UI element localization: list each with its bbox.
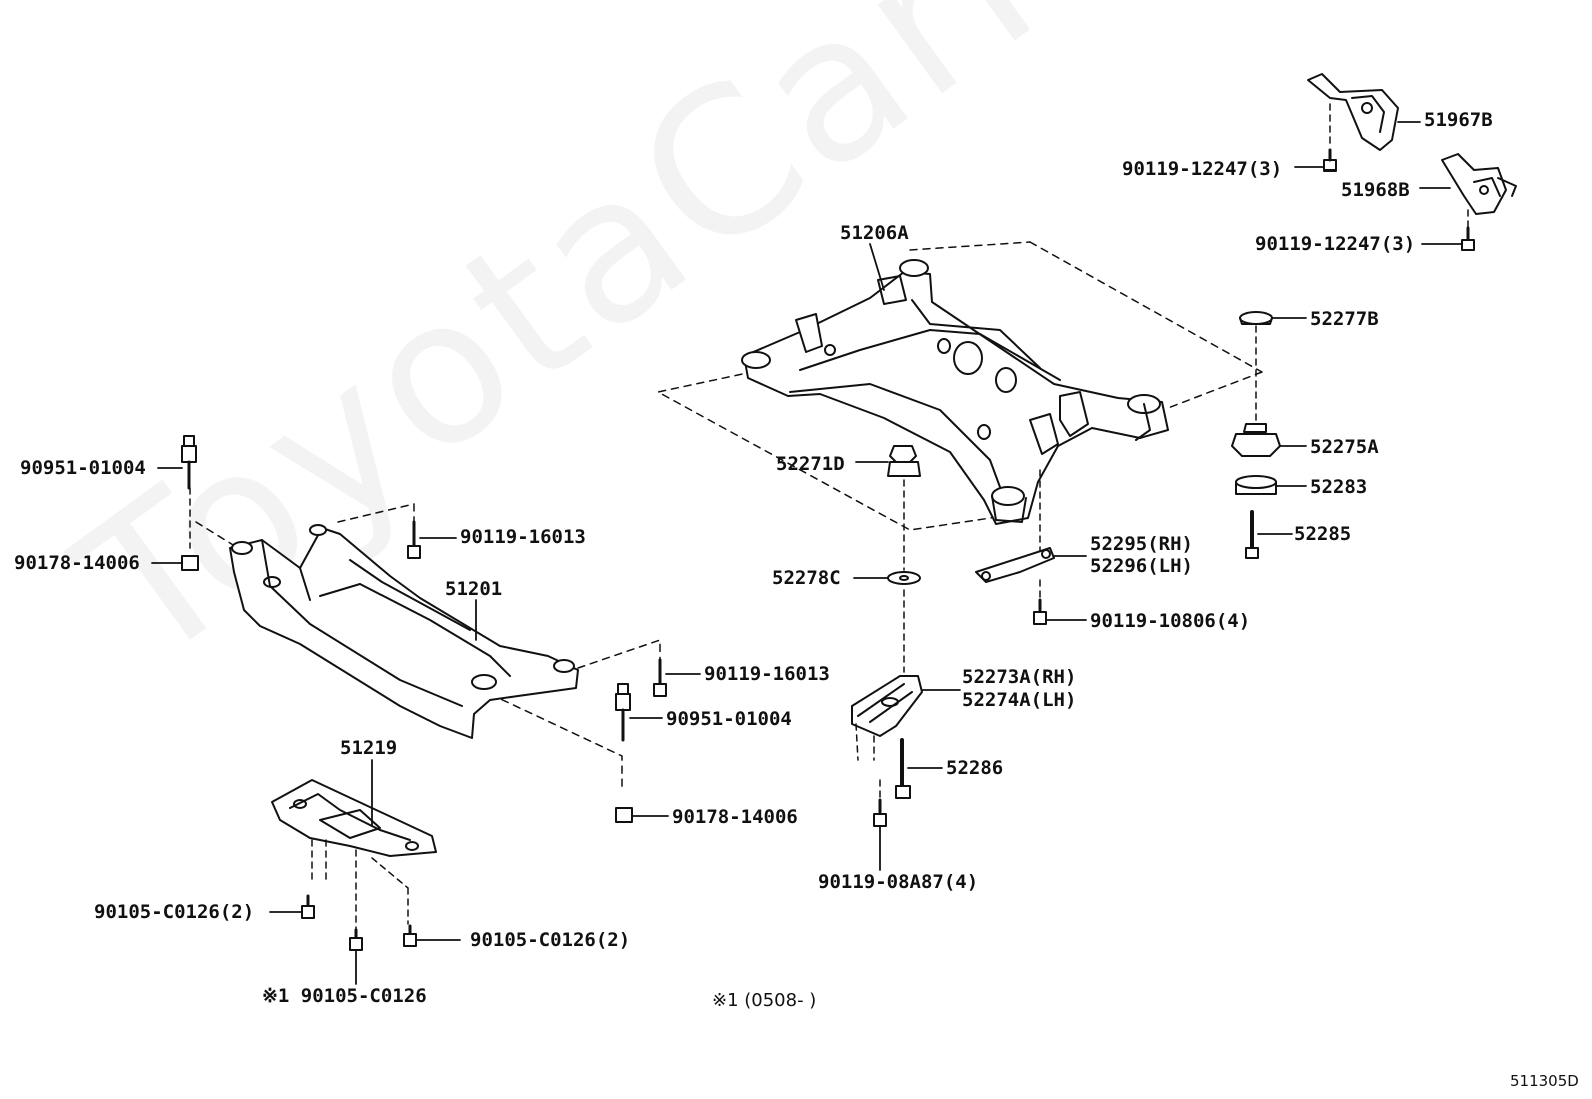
label-52296-lh: 52296(LH): [1090, 555, 1193, 577]
label-51201: 51201: [445, 578, 503, 600]
label-52275a: 52275A: [1310, 436, 1379, 458]
bolt-90119-10806: [1033, 598, 1087, 625]
rear-crossmember-51206a: [657, 241, 1263, 531]
label-90105-c0126-right: 90105-C0126(2): [470, 929, 631, 951]
bolt-90119-12247-top: [1294, 148, 1337, 172]
stopper-52277b: [1239, 311, 1307, 325]
label-52285: 52285: [1294, 523, 1352, 545]
bolt-90105-c0126-right: [403, 924, 461, 947]
bracket-52273a: [851, 675, 961, 761]
bracket-51967b: [1307, 73, 1421, 151]
label-90119-16013-upper: 90119-16013: [460, 526, 586, 548]
bolt-90119-12247-bottom: [1421, 226, 1475, 251]
label-51219: 51219: [340, 737, 398, 759]
bolt-90119-16013-lower: [653, 658, 701, 697]
label-90119-16013-lower: 90119-16013: [704, 663, 830, 685]
bolt-90105-c0126-note: [349, 928, 363, 985]
label-52295-rh: 52295(RH): [1090, 533, 1193, 555]
label-52271d: 52271D: [776, 453, 845, 475]
label-52286: 52286: [946, 757, 1004, 779]
label-90105-c0126-left: 90105-C0126(2): [94, 901, 255, 923]
label-90119-12247-top: 90119-12247(3): [1122, 158, 1283, 180]
label-90178-14006-right: 90178-14006: [672, 806, 798, 828]
label-90119-10806: 90119-10806(4): [1090, 610, 1251, 632]
label-90951-01004-left: 90951-01004: [20, 457, 146, 479]
label-90178-14006-left: 90178-14006: [14, 552, 140, 574]
arm-52295-52296: [975, 547, 1087, 583]
nut-90178-14006-left: [151, 555, 199, 571]
label-51206a: 51206A: [840, 222, 909, 244]
bushing-52271d: [855, 445, 921, 477]
label-52277b: 52277B: [1310, 308, 1379, 330]
diagram-code: 511305D: [1510, 1072, 1579, 1090]
bolt-90119-08a87: [873, 798, 887, 871]
label-52278c: 52278C: [772, 567, 841, 589]
label-51967b: 51967B: [1424, 109, 1493, 131]
bolt-90105-c0126-left: [269, 894, 315, 919]
label-52283: 52283: [1310, 476, 1368, 498]
label-90119-12247-bottom: 90119-12247(3): [1255, 233, 1416, 255]
bolt-52285: [1245, 510, 1293, 559]
stud-90951-01004-left: [157, 435, 197, 490]
label-90119-08a87: 90119-08A87(4): [818, 871, 979, 893]
label-52274a-lh: 52274A(LH): [962, 689, 1077, 711]
bolt-90119-16013-upper: [407, 520, 457, 559]
stud-90951-01004-right: [615, 683, 663, 742]
label-51968b: 51968B: [1341, 179, 1410, 201]
label-52273a-rh: 52273A(RH): [962, 666, 1077, 688]
front-crossmember-51201: [195, 503, 661, 791]
washer-52278c: [853, 571, 921, 585]
footnote-label: ※1 (0508- ): [712, 990, 817, 1011]
nut-90178-14006-right: [615, 807, 669, 823]
cover-51219: [271, 759, 437, 857]
bolt-52286: [895, 738, 943, 799]
stopper-52283: [1235, 475, 1307, 495]
bushing-52275a: [1231, 423, 1307, 457]
label-90105-c0126-note: ※1 90105-C0126: [262, 985, 427, 1007]
bracket-51968b: [1419, 153, 1517, 215]
label-90951-01004-right: 90951-01004: [666, 708, 792, 730]
